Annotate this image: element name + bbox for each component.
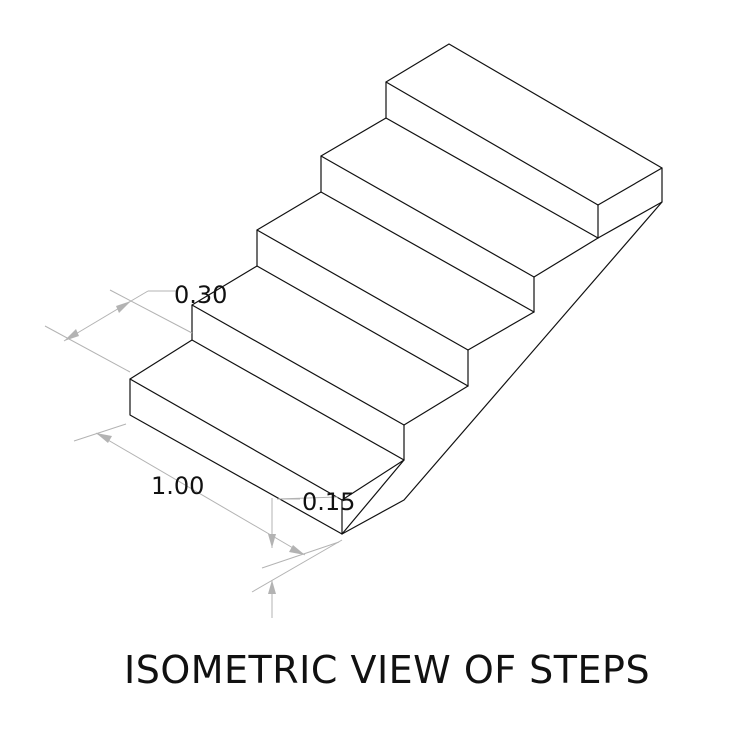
step-4-back-edge: [385, 117, 599, 239]
step-4-outline: [320, 117, 387, 193]
step-3-back-edge: [320, 191, 535, 313]
step-5-top-right-edge: [597, 167, 663, 206]
dimension-width: [73, 423, 340, 569]
sloped-soffit: [341, 201, 663, 535]
step-1-outline: [129, 339, 405, 535]
tread-dimension-label: 0.30: [174, 281, 227, 309]
step-5-outline: [385, 43, 663, 239]
step-2-top-edge: [191, 304, 405, 426]
step-1-front-right-edge: [341, 459, 405, 501]
step-3-side-edge: [467, 311, 535, 351]
step-3-top-edge: [256, 229, 469, 351]
step-4-side-edge: [533, 237, 599, 278]
step-2-side-edge: [403, 385, 469, 426]
width-dimension-label: 1.00: [151, 472, 204, 500]
dimension-rise: [251, 496, 343, 618]
step-4-top-edge: [320, 155, 535, 278]
step-2-back-edge: [256, 265, 469, 387]
step-3-outline: [256, 191, 322, 267]
diagram-caption: ISOMETRIC VIEW OF STEPS: [124, 648, 651, 692]
step-1-top-back-edge: [129, 378, 343, 501]
staircase-outline: [129, 43, 663, 535]
step-5-top-front-edge: [385, 81, 599, 206]
rise-dimension-label: 0.15: [302, 488, 355, 516]
dimension-tread: [44, 289, 193, 373]
